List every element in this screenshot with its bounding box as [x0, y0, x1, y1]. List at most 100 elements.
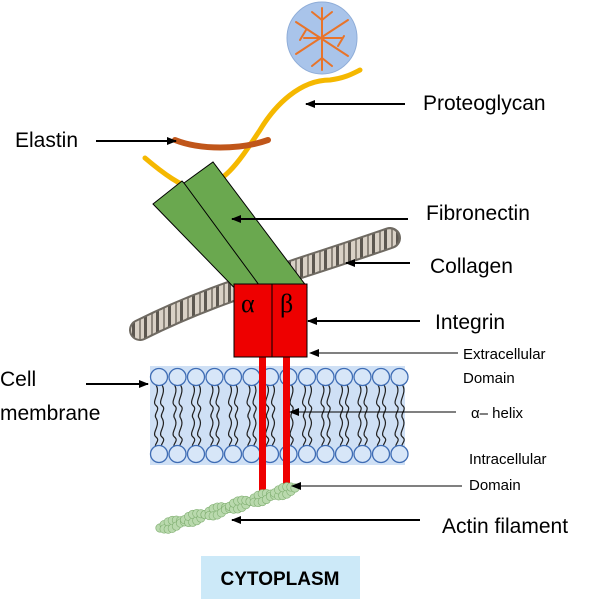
extracellular-label-line1: Extracellular	[463, 346, 546, 363]
beta-symbol: β	[280, 289, 293, 318]
lipid-head	[242, 367, 261, 387]
lipid-head	[334, 367, 354, 387]
cytoplasm-label: CYTOPLASM	[221, 569, 340, 590]
lipid-tail	[307, 384, 313, 419]
proteoglycan-strand	[142, 67, 363, 193]
lipid-tail	[301, 417, 307, 449]
intracellular-label-line1: Intracellular	[469, 451, 547, 468]
lipid-tail	[196, 384, 202, 419]
lipid-tail	[215, 384, 220, 419]
proteoglycan-label: Proteoglycan	[423, 92, 546, 115]
elastin-label: Elastin	[15, 129, 78, 152]
lipid-tail	[190, 417, 196, 449]
lipid-tail	[363, 384, 368, 419]
lipid-head	[371, 367, 391, 387]
lipid-tail	[400, 384, 405, 419]
lipid-tail	[246, 417, 251, 449]
lipid-bilayer	[149, 367, 409, 464]
alpha-helix-label: α– helix	[471, 405, 524, 422]
lipid-tail	[344, 417, 350, 449]
lipid-tail	[357, 417, 362, 449]
proteoglycan-branches	[295, 7, 349, 71]
lipid-tail	[264, 417, 270, 449]
integrin-beta-subunit	[271, 283, 308, 358]
lipid-head	[149, 444, 169, 464]
lipid-tail	[338, 417, 344, 449]
intracellular-label-line2: Domain	[469, 477, 521, 494]
lipid-tail	[264, 384, 270, 419]
elastin-fiber	[172, 137, 271, 151]
lipid-tail	[209, 417, 214, 449]
lipid-tail	[338, 384, 344, 419]
lipid-tail	[178, 384, 183, 419]
lipid-tail	[381, 417, 387, 449]
integrin: α β	[233, 283, 308, 358]
lipid-tail	[190, 384, 196, 419]
actin-filament	[155, 482, 300, 534]
lipid-tail	[209, 384, 214, 419]
cell-membrane-label-line2: membrane	[0, 402, 100, 425]
lipid-head	[205, 367, 224, 387]
lipid-tail	[375, 417, 381, 449]
lipid-head	[390, 367, 409, 387]
lipid-tail	[400, 417, 405, 449]
lipid-head	[223, 444, 243, 464]
lipid-tail	[227, 384, 233, 419]
fibronectin	[152, 161, 308, 309]
lipid-tail	[159, 417, 165, 449]
lipid-head	[390, 444, 409, 464]
collagen-label: Collagen	[430, 255, 513, 278]
lipid-tail	[320, 417, 325, 449]
lipid-head	[316, 444, 335, 464]
lipid-head	[149, 367, 169, 387]
lipid-head	[316, 367, 335, 387]
lipid-head	[205, 444, 224, 464]
lipid-head	[242, 444, 261, 464]
lipid-tail	[252, 417, 257, 449]
lipid-tail	[233, 417, 239, 449]
actin-filament-label: Actin filament	[442, 515, 568, 538]
lipid-tail	[159, 384, 165, 419]
lipid-head	[223, 367, 243, 387]
lipid-tail	[215, 417, 220, 449]
lipid-tail	[153, 384, 159, 419]
lipid-tail	[326, 417, 331, 449]
lipid-tail	[289, 417, 294, 449]
lipid-head	[297, 444, 317, 464]
lipid-tail	[178, 417, 183, 449]
lipid-tail	[172, 417, 177, 449]
cell-membrane-label-line1: Cell	[0, 368, 36, 391]
lipid-tail	[172, 384, 177, 419]
lipid-tail	[320, 384, 325, 419]
lipid-tail	[227, 417, 233, 449]
lipid-head	[353, 367, 372, 387]
lipid-tail	[394, 384, 399, 419]
lipid-tail	[394, 417, 399, 449]
lipid-tail	[363, 417, 368, 449]
lipid-tail	[357, 384, 362, 419]
lipid-head	[353, 444, 372, 464]
fibronectin-label: Fibronectin	[426, 202, 530, 225]
integrin-beta-helix	[283, 355, 290, 495]
lipid-tail	[344, 384, 350, 419]
lipid-head	[168, 444, 187, 464]
lipid-head	[186, 367, 206, 387]
lipid-tail	[375, 384, 381, 419]
alpha-symbol: α	[241, 289, 255, 318]
lipid-tail	[233, 384, 239, 419]
extracellular-label-line2: Domain	[463, 370, 515, 387]
lipid-tail	[252, 384, 257, 419]
lipid-head	[334, 444, 354, 464]
lipid-tail	[270, 384, 276, 419]
integrin-alpha-helix	[259, 355, 266, 495]
lipid-tail	[246, 384, 251, 419]
lipid-tail	[270, 417, 276, 449]
cytoplasm-box	[201, 556, 360, 599]
lipid-tail	[196, 417, 202, 449]
lipid-head	[186, 444, 206, 464]
lipid-head	[297, 367, 317, 387]
lipid-tail	[301, 384, 307, 419]
lipid-tail	[307, 417, 313, 449]
